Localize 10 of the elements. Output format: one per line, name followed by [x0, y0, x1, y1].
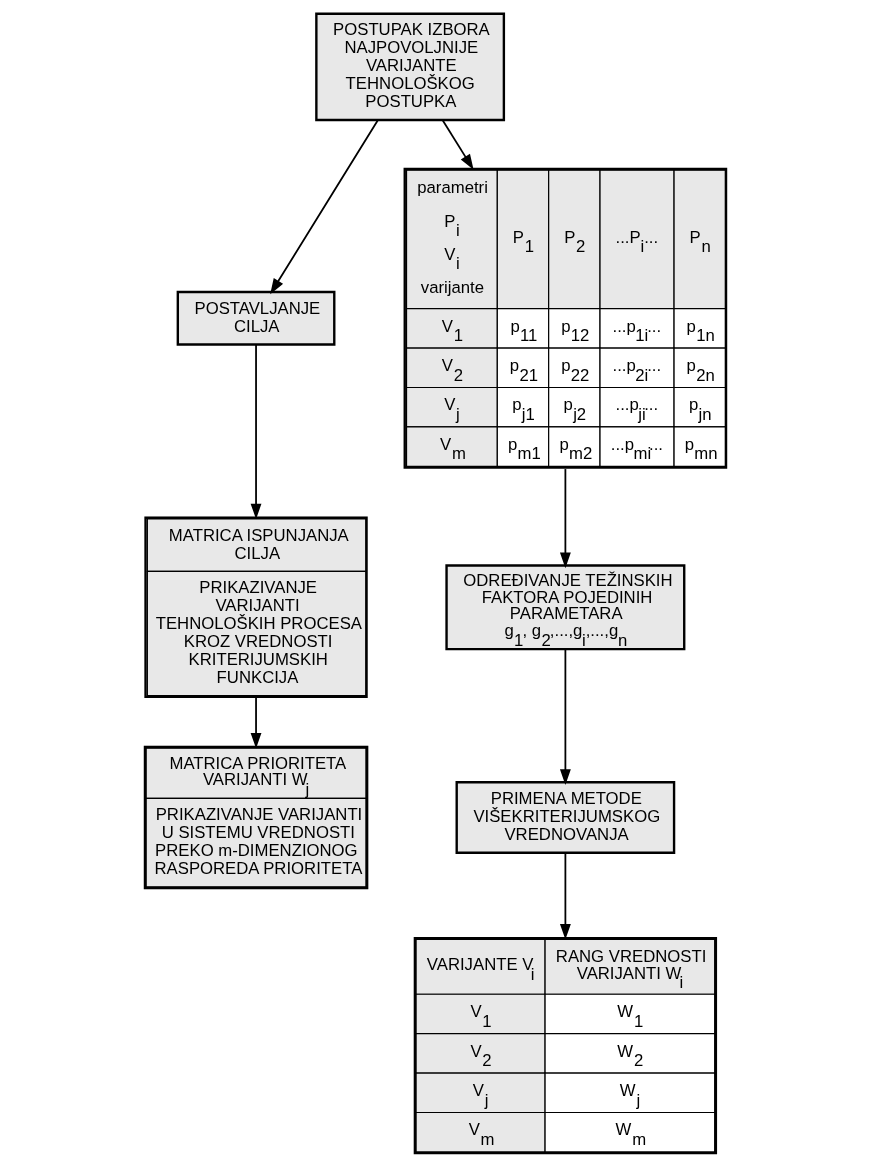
- arrow: [559, 468, 571, 569]
- node-box: PRIMENA METODE VIŠEKRITERIJUMSKOG VREDNOVANJA: [455, 781, 676, 854]
- node-box: POSTUPAK IZBORA NAJPOVOLJNIJE VARIJANTE TEHNOLOŠKOG POSTUPKA: [315, 12, 506, 122]
- arrow: [441, 119, 474, 170]
- arrow: [250, 344, 262, 520]
- arrow: [559, 648, 571, 785]
- arrow: [250, 697, 262, 749]
- arrow: [270, 119, 379, 295]
- node-box: POSTAVLJANJE CILJA: [176, 290, 336, 346]
- arrow: [559, 852, 571, 940]
